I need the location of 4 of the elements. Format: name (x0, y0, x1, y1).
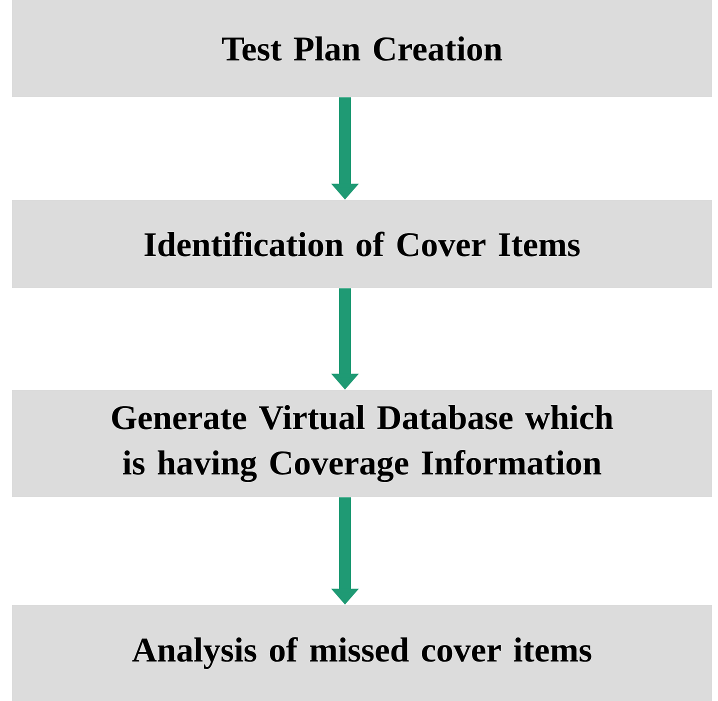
process-box: Test Plan Creation (12, 0, 712, 97)
process-box: Analysis of missed cover items (12, 605, 712, 701)
process-box: Generate Virtual Database which is having Coverage Information (12, 390, 712, 497)
process-box: Identification of Cover Items (12, 200, 712, 288)
